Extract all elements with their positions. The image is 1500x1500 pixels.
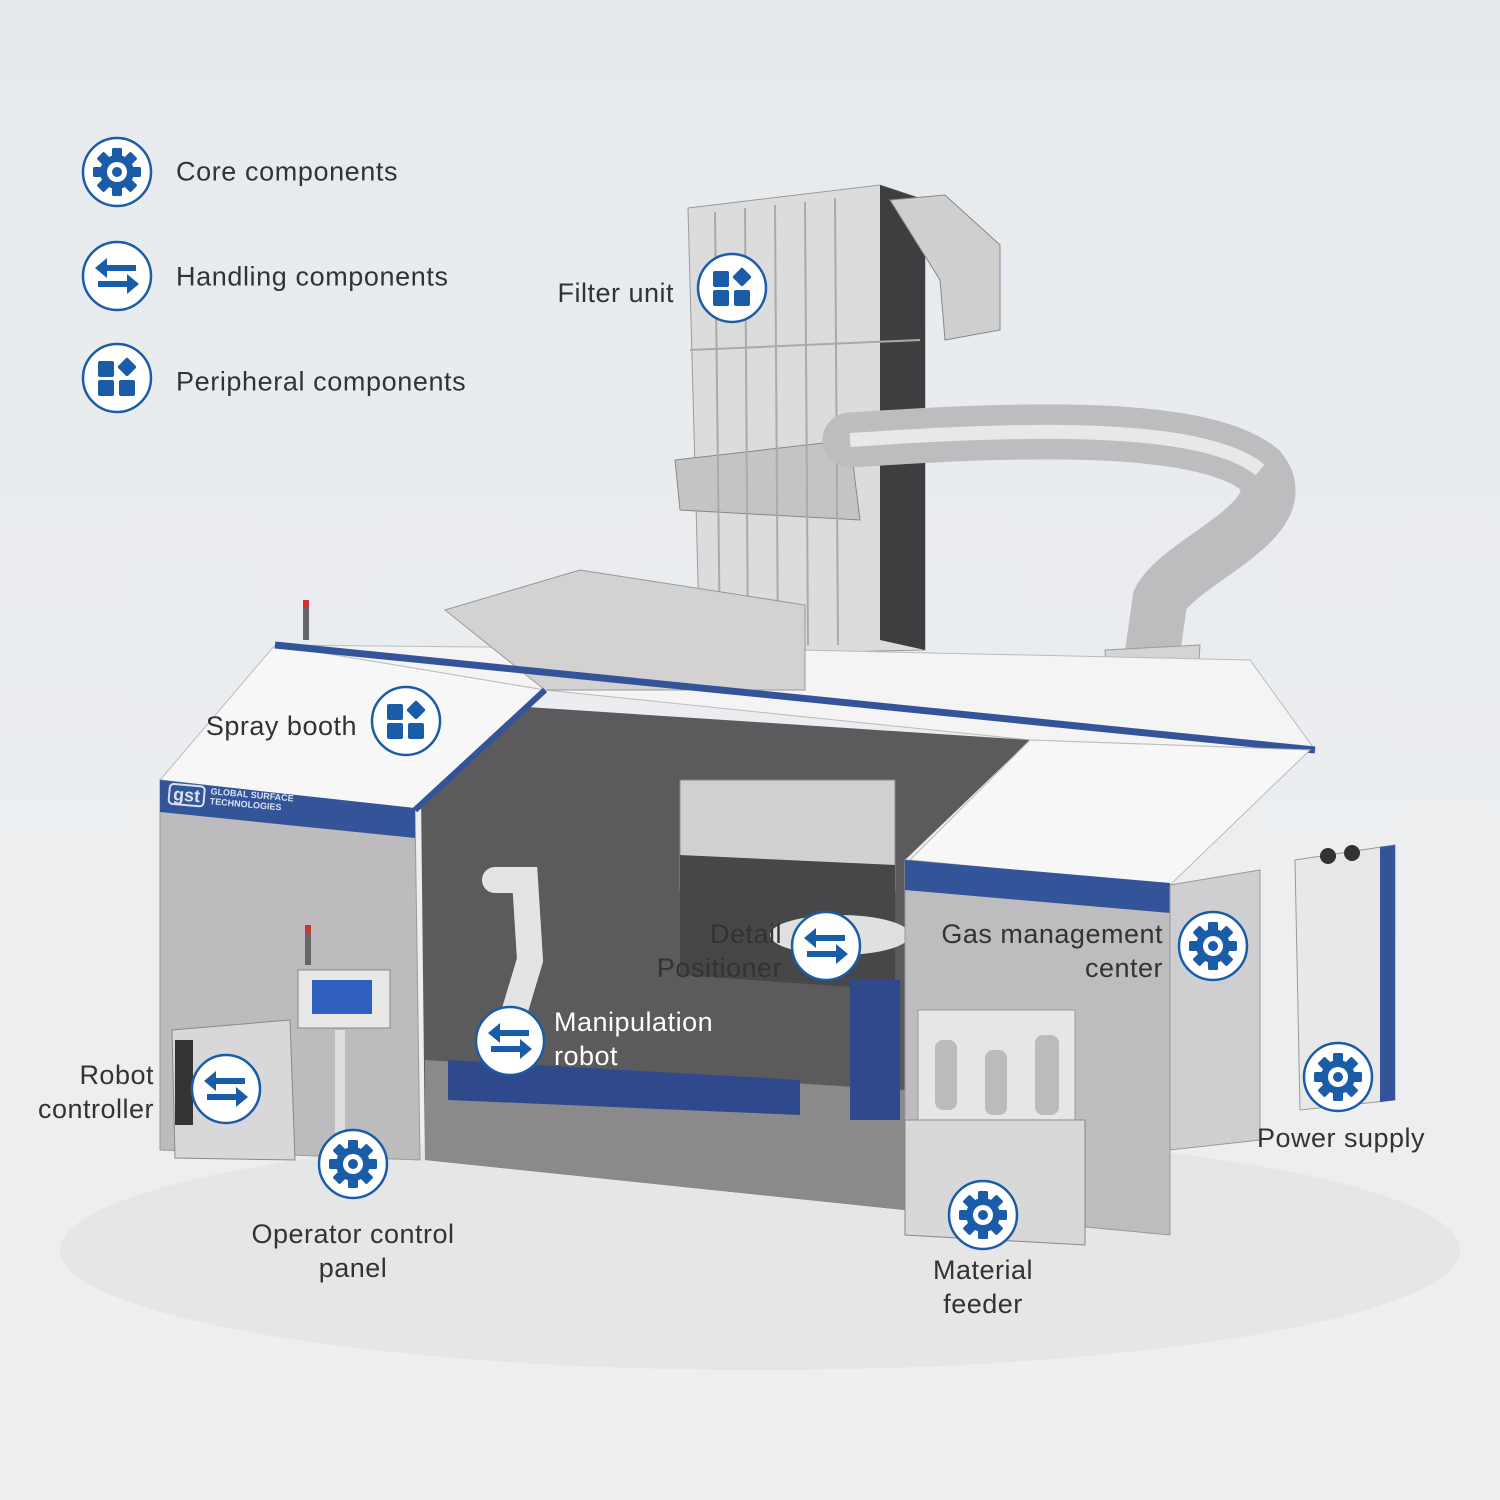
callout-filter-unit: Filter unit xyxy=(557,278,674,308)
arrows-exchange-icon[interactable] xyxy=(474,1005,546,1077)
arrows-exchange-icon[interactable] xyxy=(190,1053,262,1125)
blocks-icon[interactable] xyxy=(370,685,442,757)
gear-icon[interactable] xyxy=(1302,1041,1374,1113)
legend-core-components: Core components xyxy=(176,156,399,187)
gear-icon xyxy=(81,136,153,208)
arrows-exchange-icon[interactable] xyxy=(790,910,862,982)
gear-icon[interactable] xyxy=(317,1128,389,1200)
arrows-exchange-icon xyxy=(81,240,153,312)
callout-spray-booth: Spray booth xyxy=(205,711,357,741)
operator-panel-stand xyxy=(297,925,391,1170)
legend-peripheral-components: Peripheral components xyxy=(176,366,467,397)
gear-icon[interactable] xyxy=(947,1179,1019,1251)
blocks-icon[interactable] xyxy=(696,252,768,324)
callout-power-supply: Power supply xyxy=(1256,1123,1426,1153)
legend-handling-components: Handling components xyxy=(176,261,449,292)
blocks-icon xyxy=(81,342,153,414)
gear-icon[interactable] xyxy=(1177,910,1249,982)
booth-blue-band xyxy=(160,780,415,838)
